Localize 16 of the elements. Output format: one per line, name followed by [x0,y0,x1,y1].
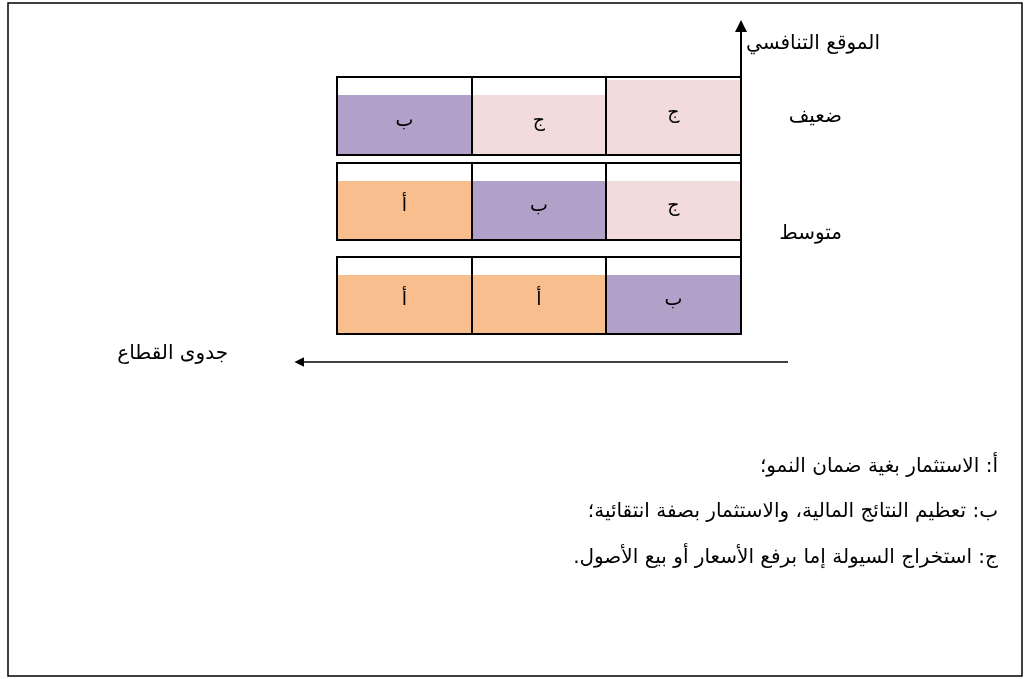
matrix-cell: أ [336,256,473,335]
row-label: ضعيف [788,103,842,127]
matrix-cell: أ [471,256,607,335]
matrix-cell: ج [605,76,742,156]
row-label: متوسط [779,220,842,244]
matrix-cell: ب [605,256,742,335]
matrix-cell: ج [471,76,607,156]
axis-label: جدوى القطاع [117,340,228,364]
axis-label: الموقع التنافسي [746,30,880,54]
key-text: أ: الاستثمار بغية ضمان النمو؛ [759,453,998,477]
matrix-cell: ب [471,162,607,241]
key-text: ب: تعظيم النتائج المالية، والاستثمار بصفة انتقائية؛ [587,498,998,522]
matrix-cell: أ [336,162,473,241]
matrix-cell: ج [605,162,742,241]
matrix-cell: ب [336,76,473,156]
key-text: ج: استخراج السيولة إما برفع الأسعار أو بيع الأصول. [573,544,998,568]
